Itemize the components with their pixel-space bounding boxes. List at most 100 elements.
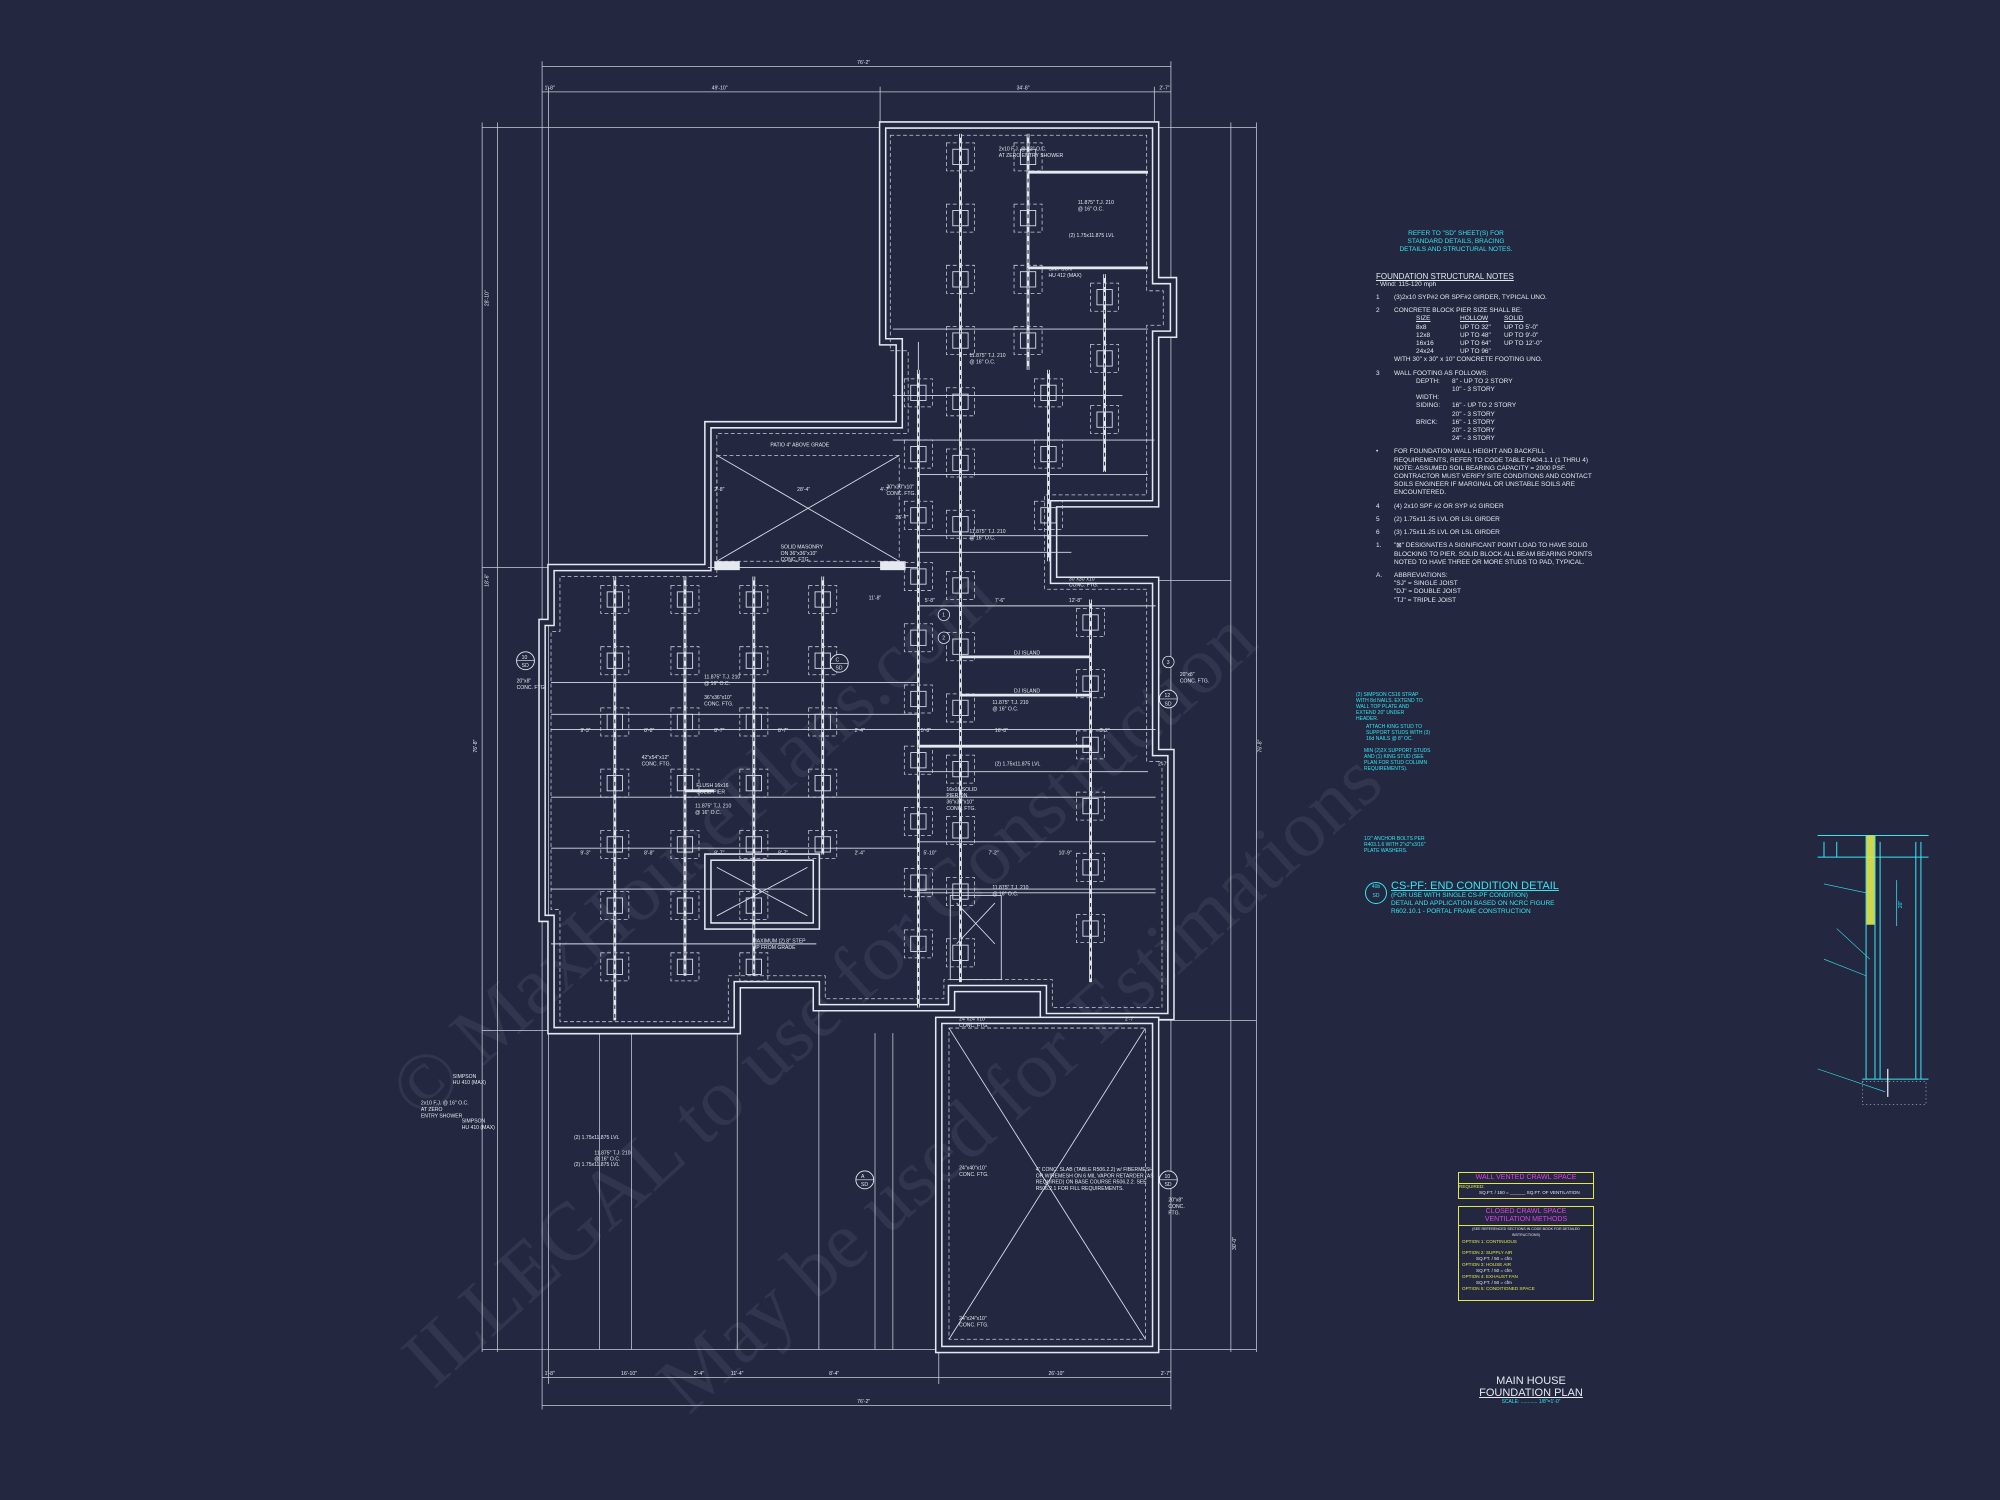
annotation-slab: OR WIREMESH ON 6 MIL VAPOR RETARDER (AS (1036, 1173, 1155, 1179)
section-marker[interactable]: ASD (855, 1170, 875, 1190)
end-condition-detail-drawing: 20" (1817, 834, 1929, 1105)
note-number: 5 (1376, 515, 1380, 523)
wall-footing-label: SIDING: (1416, 402, 1441, 410)
section-marker[interactable]: CSD (829, 653, 849, 673)
note-body: (4) 2x10 SPF #2 OR SYP #2 GIRDER (1394, 503, 1594, 511)
pier (1082, 920, 1099, 937)
dimension-interior: 8'-8" (644, 851, 654, 857)
annotation-solid-pier: 16x16 SOLID (946, 787, 977, 793)
required-label: REQUIRED: (1459, 1184, 1485, 1189)
annotation-simpson-left1: HU 410 (MAX) (453, 1080, 486, 1086)
pier (952, 577, 969, 594)
wall-footing-value: 16" - 1 STORY (1452, 418, 1495, 426)
dimension-interior: 7'-2" (989, 851, 999, 857)
annotation-simpson-upper: HU 412 (MAX) (1048, 273, 1081, 279)
dimension-bottom: 76'-2" (857, 1399, 870, 1405)
note-number: 4 (1376, 502, 1380, 510)
annotation-shower-joist-top: 2x10 F.J. @ 12" O.C. (999, 147, 1047, 153)
marker-top: 40b (1371, 884, 1381, 890)
pier-footing (946, 632, 975, 662)
pier (952, 210, 969, 227)
pier (910, 935, 927, 952)
pier (952, 638, 969, 655)
annotation-masonry: ON 36"x36"x10" (781, 551, 818, 557)
dimension-interior: 4'-7" (880, 487, 890, 493)
pier (676, 836, 694, 853)
annotation-patio-ftg: CONC. FTG. (886, 491, 915, 497)
foundation-structural-notes: REFER TO "SD" SHEET(S) FOR STANDARD DETA… (1376, 230, 1676, 605)
row-text: SQ.FT. / 150 = (1479, 1190, 1509, 1195)
note-text: (3) 1.75x11.25 LVL OR LSL GIRDER (1394, 529, 1500, 537)
annotation-garage-ftg1: CONC. FTG. (959, 1023, 988, 1029)
pier (676, 897, 694, 914)
annotation-tji-right: @ 16" O.C. (992, 706, 1018, 712)
option-row (1462, 1292, 1590, 1297)
marker-bottom: SD (1165, 701, 1172, 707)
abbreviation: "DJ" = DOUBLE JOIST (1394, 588, 1461, 596)
pier-footing (670, 707, 700, 737)
pier-footing (1034, 378, 1063, 408)
pier-table-heading: HOLLOW (1460, 315, 1489, 323)
annotation-garage-ftg2: 24"x40"x10" (959, 1166, 987, 1172)
option-row: SQ.FT. / 50 = cfm (1476, 1280, 1512, 1285)
marker-bottom: SD (1372, 893, 1380, 899)
pier-table-heading: SIZE (1416, 315, 1431, 323)
annotation-wall-ftg-left: CONC. FTG. (517, 685, 546, 691)
pier-table-cell: UP TO 48" (1460, 331, 1491, 339)
title-line: CLOSED CRAWL SPACE (1485, 1208, 1567, 1215)
joist-and-dimension-strings (551, 328, 1156, 945)
pier (910, 384, 927, 401)
note-marker: 1 (937, 608, 950, 621)
dimension-right: 76'-8" (1257, 739, 1263, 752)
annotation-tji-mid1: 11.875" T.J. 210 (969, 353, 1005, 359)
annotation-left-ftg: 36"x36"x10" (704, 695, 732, 701)
pier (952, 148, 969, 165)
detail-subtitle-3: R602.10.1 - PORTAL FRAME CONSTRUCTION (1391, 908, 1531, 915)
pier (606, 836, 623, 853)
plan-annotations: 2x10 F.J. @ 12" O.C.AT ZERO ENTRY SHOWER… (421, 147, 1209, 1329)
annotation-flush-pier: SOLID PIER (696, 789, 725, 795)
pier (606, 958, 623, 975)
notes-list: 1(3)2x10 SYP#2 OR SPF#2 GIRDER, TYPICAL … (1376, 294, 1676, 605)
slab-areas (716, 454, 1146, 1340)
option-label: OPTION 5: CONDITIONED SPACE (1462, 1286, 1535, 1291)
pier (952, 393, 969, 410)
pier-footing (946, 509, 975, 539)
dimension-interior: 2'-8" (714, 487, 724, 493)
pier-footing (670, 829, 700, 859)
title-line: VENTILATION METHODS (1484, 1216, 1568, 1223)
pier (745, 652, 762, 669)
dimension-bottom: 8'-4" (829, 1371, 839, 1377)
pier (952, 271, 969, 288)
pier-footing (946, 571, 975, 600)
pier-footing (946, 203, 975, 233)
annotation-lvl-left2: (2) 1.75x11.875 LVL (574, 1162, 620, 1168)
annotation-garage-ftg3: CONC. FTG. (959, 1323, 988, 1329)
wall-footing-label: WIDTH: (1416, 394, 1440, 402)
note-body: WALL FOOTING AS FOLLOWS:DEPTH:8" - UP TO… (1394, 370, 1594, 444)
annotation-tji-left3: @ 16" O.C. (594, 1157, 620, 1163)
dimension-interior: 2'-7" (1158, 761, 1168, 767)
note-marker: 2 (937, 631, 950, 644)
annotation-solid-pier: PIER ON (946, 793, 967, 799)
pier-footing (739, 952, 769, 982)
dimension-interior: 8'-7" (778, 851, 788, 857)
note-number: 3 (1376, 369, 1380, 377)
pier (1019, 210, 1037, 227)
pier-footing (739, 829, 769, 859)
dimension-top: 76'-2" (857, 60, 870, 66)
note-item: 4 (4) 2x10 SPF #2 OR SYP #2 GIRDER (1376, 503, 1676, 511)
dimension-top: 49'-10" (712, 85, 728, 91)
pier-footing (600, 829, 630, 859)
pier (910, 629, 927, 646)
pier-table-cell: UP TO 5'-0" (1504, 323, 1539, 331)
pier (1082, 798, 1099, 815)
